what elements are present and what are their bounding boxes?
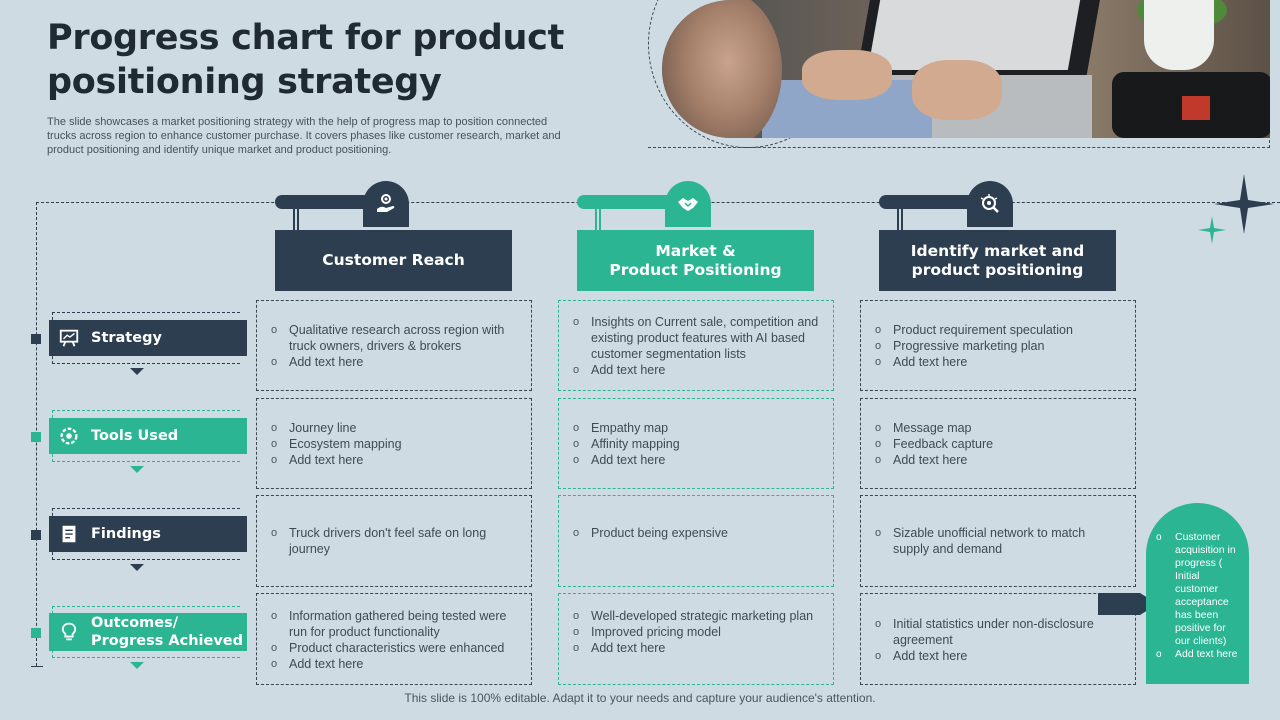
row-label-text: Strategy — [91, 330, 162, 346]
outcome-callout: Customer acquisition in progress ( Initi… — [1146, 503, 1249, 684]
list-item: Empathy map — [573, 420, 819, 436]
cell-tools-identify-market: Message map Feedback capture Add text he… — [860, 398, 1136, 489]
footer-note: This slide is 100% editable. Adapt it to… — [404, 691, 876, 705]
list-item: Information gathered being tested were r… — [271, 608, 517, 640]
list-item: Initial statistics under non-disclosure … — [875, 616, 1121, 648]
timeline-end — [31, 666, 43, 667]
cell-findings-identify-market: Sizable unofficial network to match supp… — [860, 495, 1136, 587]
col-stand — [595, 208, 601, 232]
list-item: Add text here — [875, 354, 1121, 370]
cell-strategy-customer-reach: Qualitative research across region with … — [256, 300, 532, 391]
row-marker — [31, 432, 41, 442]
row-arrow — [130, 564, 144, 571]
col-stand — [293, 208, 299, 232]
arrow-right-icon — [1098, 593, 1158, 615]
list-item: Affinity mapping — [573, 436, 819, 452]
list-item: Ecosystem mapping — [271, 436, 517, 452]
row-arrow — [130, 466, 144, 473]
hero-photo — [662, 0, 1270, 138]
lightbulb-icon — [57, 620, 81, 644]
cell-tools-customer-reach: Journey line Ecosystem mapping Add text … — [256, 398, 532, 489]
row-label-text: Tools Used — [91, 428, 179, 444]
presentation-board-icon — [57, 326, 81, 350]
col-stand — [897, 208, 903, 232]
row-marker — [31, 628, 41, 638]
document-list-icon — [57, 522, 81, 546]
list-item: Feedback capture — [875, 436, 1121, 452]
row-label-outcomes: Outcomes/ Progress Achieved — [49, 613, 247, 651]
list-item: Add text here — [271, 452, 517, 468]
list-item: Sizable unofficial network to match supp… — [875, 525, 1121, 557]
list-item: Well-developed strategic marketing plan — [573, 608, 819, 624]
list-item: Progressive marketing plan — [875, 338, 1121, 354]
row-label-findings: Findings — [49, 516, 247, 552]
list-item: Add text here — [875, 452, 1121, 468]
large-star-icon — [1214, 174, 1274, 234]
small-star-icon — [1198, 216, 1226, 244]
list-item: Qualitative research across region with … — [271, 322, 517, 354]
list-item: Add text here — [1156, 648, 1243, 661]
cell-strategy-market-positioning: Insights on Current sale, competition an… — [558, 300, 834, 391]
gear-cycle-icon — [57, 424, 81, 448]
row-label-tools-used: Tools Used — [49, 418, 247, 454]
list-item: Message map — [875, 420, 1121, 436]
list-item: Add text here — [573, 640, 819, 656]
list-item: Add text here — [875, 648, 1121, 664]
list-item: Journey line — [271, 420, 517, 436]
list-item: Product being expensive — [573, 525, 819, 541]
list-item: Add text here — [271, 354, 517, 370]
row-label-text: Findings — [91, 526, 161, 542]
cell-outcomes-identify-market: Initial statistics under non-disclosure … — [860, 593, 1136, 685]
cell-outcomes-market-positioning: Well-developed strategic marketing plan … — [558, 593, 834, 685]
bulb-magnifier-icon — [967, 181, 1013, 227]
column-heading: Market & Product Positioning — [577, 230, 814, 291]
column-heading: Customer Reach — [275, 230, 512, 291]
list-item: Add text here — [271, 656, 517, 672]
list-item: Truck drivers don't feel safe on long jo… — [271, 525, 517, 557]
list-item: Product requirement speculation — [875, 322, 1121, 338]
page-title: Progress chart for product positioning s… — [47, 18, 565, 102]
cell-findings-market-positioning: Product being expensive — [558, 495, 834, 587]
cell-strategy-identify-market: Product requirement speculation Progress… — [860, 300, 1136, 391]
row-marker — [31, 530, 41, 540]
list-item: Product characteristics were enhanced — [271, 640, 517, 656]
row-arrow — [130, 368, 144, 375]
hand-gear-icon — [363, 181, 409, 227]
list-item: Customer acquisition in progress ( Initi… — [1156, 531, 1243, 648]
cell-tools-market-positioning: Empathy map Affinity mapping Add text he… — [558, 398, 834, 489]
row-marker — [31, 334, 41, 344]
row-arrow — [130, 662, 144, 669]
column-heading: Identify market and product positioning — [879, 230, 1116, 291]
list-item: Improved pricing model — [573, 624, 819, 640]
row-label-strategy: Strategy — [49, 320, 247, 356]
page-subtitle: The slide showcases a market positioning… — [47, 116, 561, 156]
row-label-text: Outcomes/ Progress Achieved — [91, 615, 244, 649]
cell-findings-customer-reach: Truck drivers don't feel safe on long jo… — [256, 495, 532, 587]
list-item: Add text here — [573, 452, 819, 468]
handshake-icon — [665, 181, 711, 227]
cell-outcomes-customer-reach: Information gathered being tested were r… — [256, 593, 532, 685]
list-item: Add text here — [573, 362, 819, 378]
list-item: Insights on Current sale, competition an… — [573, 314, 819, 362]
